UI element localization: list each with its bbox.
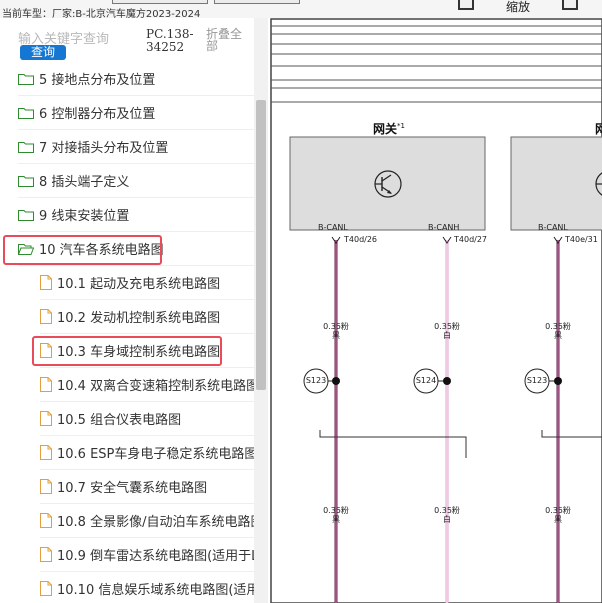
connector-arrow xyxy=(553,236,563,244)
folder-icon xyxy=(18,73,34,85)
wiring-diagram xyxy=(270,18,602,603)
tree-subitem-selected[interactable]: 10.3 车身域控制系统电路图 xyxy=(40,334,254,368)
tree-subitem[interactable]: 10.1 起动及充电系统电路图 xyxy=(40,266,254,300)
tree-item[interactable]: 9 线束安装位置 xyxy=(18,198,254,232)
signal-label: B-CANL xyxy=(318,223,348,232)
document-icon xyxy=(40,377,52,392)
tree-subitem[interactable]: 10.8 全景影像/自动泊车系统电路图 xyxy=(40,504,263,538)
gateway-module-box xyxy=(510,136,602,231)
folder-icon xyxy=(18,141,34,153)
wire-spec: 0.35粉黑 xyxy=(545,506,571,524)
wire-spec: 0.35粉黑 xyxy=(545,322,571,340)
highlight-box xyxy=(3,235,162,265)
gateway-module-box xyxy=(289,136,486,231)
tree-subitem[interactable]: 10.5 组合仪表电路图 xyxy=(40,402,254,436)
signal-label: B-CANH xyxy=(428,223,460,232)
splice-dot xyxy=(554,377,562,385)
module-note: *1 xyxy=(397,122,405,130)
splice-dot xyxy=(443,377,451,385)
tree-item-label: 6 控制器分布及位置 xyxy=(39,107,156,122)
collapse-all-button[interactable]: 折叠全部 xyxy=(206,27,243,53)
current-model-label: 当前车型：厂家:B-北京汽车魔方2023-2024 xyxy=(2,9,201,20)
folder-icon xyxy=(18,107,34,119)
folder-icon xyxy=(18,175,34,187)
signal-label: B-CANL xyxy=(538,223,568,232)
wire-spec: 0.35粉黑 xyxy=(323,506,349,524)
toolbar-button[interactable] xyxy=(214,0,300,4)
tree-subitem[interactable]: 10.9 倒车雷达系统电路图(适用于L xyxy=(40,538,258,572)
splice-label: S123 xyxy=(526,376,548,385)
tree-subitem[interactable]: 10.6 ESP车身电子稳定系统电路图 xyxy=(40,436,258,470)
toolbar-button[interactable] xyxy=(112,0,208,4)
wire-spec: 0.35粉白 xyxy=(434,322,460,340)
top-bar: 当前车型：厂家:B-北京汽车魔方2023-2024 缩放 xyxy=(0,0,602,20)
harness-bracket xyxy=(319,430,467,458)
document-icon xyxy=(40,547,52,562)
tree-subitem-label: 10.2 发动机控制系统电路图 xyxy=(57,311,221,326)
harness-bracket xyxy=(541,430,602,438)
search-button[interactable]: 查询 xyxy=(20,45,66,60)
tree-scrollbar-thumb[interactable] xyxy=(256,100,266,390)
pin-label: T40e/31 xyxy=(565,235,598,244)
wire-spec: 0.35粉黑 xyxy=(323,322,349,340)
tree-subitem-label: 10.4 双离合变速箱控制系统电路图 xyxy=(57,379,260,394)
splice-label: S124 xyxy=(415,376,437,385)
document-icon xyxy=(40,513,52,528)
tree-subitem[interactable]: 10.10 信息娱乐域系统电路图(适用 xyxy=(40,572,259,603)
tree-subitem[interactable]: 10.4 双离合变速箱控制系统电路图 xyxy=(40,368,259,402)
module-title: 网关*1 xyxy=(373,120,405,137)
tree-subitem-label: 10.7 安全气囊系统电路图 xyxy=(57,481,208,496)
document-icon xyxy=(40,581,52,596)
diagram-frame xyxy=(270,18,602,603)
tree-item[interactable]: 6 控制器分布及位置 xyxy=(18,96,254,130)
tree-subitem-label: 10.3 车身域控制系统电路图 xyxy=(57,345,221,360)
document-icon xyxy=(40,411,52,426)
splice-label: S123 xyxy=(305,376,327,385)
splice-dot xyxy=(332,377,340,385)
catalog-panel: 查询 PC.138-34252 折叠全部 5 接地点分布及位置 6 控制器分布及… xyxy=(0,18,268,603)
folder-icon xyxy=(18,209,34,221)
connector-arrow xyxy=(331,236,341,244)
tree-subitem-label: 10.9 倒车雷达系统电路图(适用于L xyxy=(57,549,259,564)
document-icon xyxy=(40,445,52,460)
window-icon[interactable] xyxy=(562,0,578,10)
tree-subitem-label: 10.1 起动及充电系统电路图 xyxy=(57,277,221,292)
highlight-box xyxy=(32,336,222,366)
tree-item-label: 10 汽车各系统电路图 xyxy=(39,243,164,258)
tree-subitem[interactable]: 10.2 发动机控制系统电路图 xyxy=(40,300,254,334)
document-icon xyxy=(40,479,52,494)
document-icon xyxy=(40,309,52,324)
document-icon xyxy=(40,275,52,290)
tree-item-expanded[interactable]: 10 汽车各系统电路图 xyxy=(18,232,254,266)
pin-label: T40d/27 xyxy=(454,235,488,244)
tree-item-label: 5 接地点分布及位置 xyxy=(39,73,156,88)
tree-subitem-label: 10.8 全景影像/自动泊车系统电路图 xyxy=(57,515,264,530)
wire-spec: 0.35粉白 xyxy=(434,506,460,524)
tree-subitem[interactable]: 10.7 安全气囊系统电路图 xyxy=(40,470,254,504)
tree-subitem-label: 10.6 ESP车身电子稳定系统电路图 xyxy=(57,447,258,462)
tree-subitem-label: 10.5 组合仪表电路图 xyxy=(57,413,182,428)
tree-item-label: 7 对接插头分布及位置 xyxy=(39,141,169,156)
document-code: PC.138-34252 xyxy=(146,27,194,54)
tree-item[interactable]: 7 对接插头分布及位置 xyxy=(18,130,254,164)
connector-arrow xyxy=(442,236,452,244)
module-title-text: 网关 xyxy=(373,122,398,136)
zoom-label[interactable]: 缩放 xyxy=(506,0,531,14)
search-input[interactable] xyxy=(18,30,140,48)
pin-label: T40d/26 xyxy=(344,235,378,244)
tree-item[interactable]: 5 接地点分布及位置 xyxy=(18,62,254,96)
folder-open-icon xyxy=(18,243,34,255)
diagram-viewer: 网关*1 网关 B-CANL B-CANH B-CANL T40d/26 T40… xyxy=(268,18,602,603)
module-title-text: 网关 xyxy=(595,122,602,136)
module-title-2: 网关 xyxy=(595,120,602,137)
tree-item-label: 9 线束安装位置 xyxy=(39,209,130,224)
page-view-icon[interactable] xyxy=(458,0,474,10)
tree-subitem-label: 10.10 信息娱乐域系统电路图(适用 xyxy=(57,583,260,598)
transistor-symbol xyxy=(374,170,402,198)
tree-item-label: 8 插头端子定义 xyxy=(39,175,130,190)
tree-item[interactable]: 8 插头端子定义 xyxy=(18,164,254,198)
document-icon xyxy=(40,343,52,358)
